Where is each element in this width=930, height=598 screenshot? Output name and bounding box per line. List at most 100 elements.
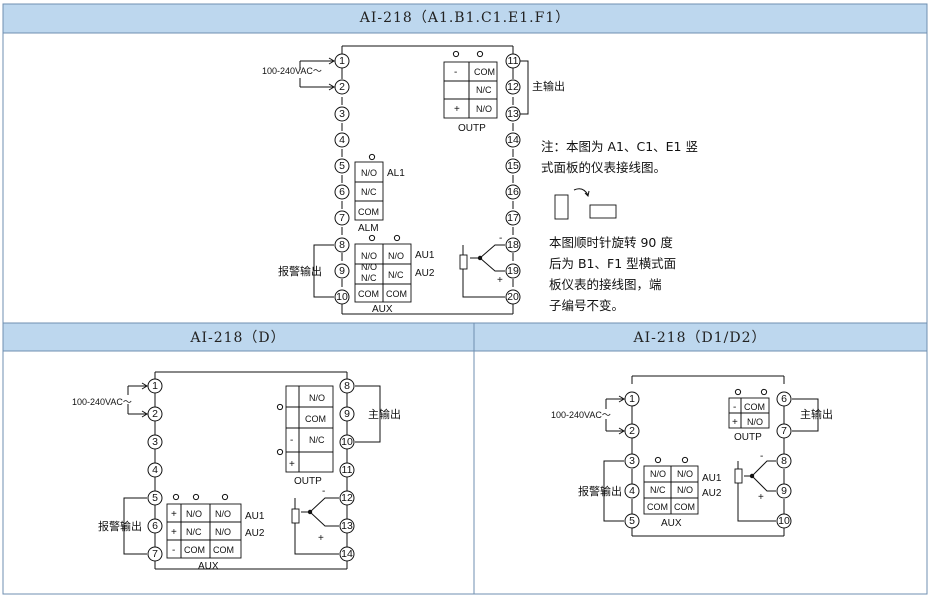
svg-text:8: 8 (344, 380, 350, 392)
sensor-top: - + (459, 233, 505, 298)
svg-text:AU2: AU2 (415, 268, 435, 279)
svg-text:4: 4 (339, 134, 345, 146)
svg-text:11: 11 (342, 464, 353, 476)
svg-text:COM: COM (358, 207, 379, 217)
svg-text:9: 9 (339, 265, 345, 277)
svg-text:12: 12 (507, 81, 519, 93)
outp-label-d1d2: OUTP (734, 432, 762, 443)
svg-text:2: 2 (339, 81, 345, 93)
outp-label-d: OUTP (294, 476, 322, 487)
svg-text:17: 17 (507, 212, 519, 224)
alm-box: N/O N/C COM AL1 ALM (354, 153, 405, 234)
svg-text:3: 3 (152, 436, 158, 448)
svg-text:13: 13 (507, 108, 519, 120)
svg-text:AU1: AU1 (415, 250, 435, 261)
svg-text:N/O: N/O (677, 485, 693, 495)
svg-text:N/O: N/O (747, 417, 763, 427)
sensor-d1d2: - + (734, 451, 776, 522)
terminals-left: 1 2 3 4 5 6 7 8 9 10 (334, 53, 350, 305)
svg-text:9: 9 (781, 485, 787, 497)
svg-text:2: 2 (629, 425, 635, 437)
svg-text:COM: COM (213, 545, 234, 555)
svg-text:8: 8 (339, 239, 345, 251)
svg-text:N/O: N/O (650, 469, 666, 479)
svg-text:13: 13 (341, 520, 353, 532)
svg-text:11: 11 (508, 55, 519, 67)
svg-text:COM: COM (386, 289, 407, 299)
svg-text:N/C: N/C (361, 187, 377, 197)
svg-text:9: 9 (344, 408, 350, 420)
svg-text:+: + (497, 275, 503, 286)
svg-text:7: 7 (339, 212, 345, 224)
svg-text:-: - (454, 67, 457, 78)
svg-text:16: 16 (507, 186, 519, 198)
svg-text:10: 10 (341, 436, 353, 448)
svg-text:+: + (171, 527, 177, 538)
svg-text:18: 18 (507, 239, 519, 251)
svg-text:N/C: N/C (476, 85, 492, 95)
svg-text:N/O: N/O (215, 527, 231, 537)
svg-text:8: 8 (781, 455, 787, 467)
frame (2, 3, 928, 595)
svg-text:COM: COM (647, 502, 668, 512)
svg-text:3: 3 (629, 455, 635, 467)
svg-text:15: 15 (507, 160, 519, 172)
sensor-d: - + (291, 486, 339, 555)
svg-text:5: 5 (629, 515, 635, 527)
note-line3: 本图顺时针旋转 90 度 (549, 235, 673, 250)
svg-text:COM: COM (744, 402, 765, 412)
svg-text:N/O: N/O (476, 104, 492, 114)
svg-text:N/C: N/C (186, 527, 202, 537)
svg-text:4: 4 (152, 464, 158, 476)
svg-text:+: + (289, 459, 295, 470)
svg-text:AU1: AU1 (702, 473, 722, 484)
svg-text:14: 14 (507, 134, 519, 146)
svg-text:20: 20 (507, 291, 519, 303)
svg-text:N/C: N/C (309, 435, 325, 445)
svg-text:+: + (171, 509, 177, 520)
svg-text:+: + (318, 533, 324, 544)
svg-text:AU2: AU2 (702, 488, 722, 499)
svg-text:7: 7 (781, 425, 787, 437)
svg-text:5: 5 (152, 492, 158, 504)
svg-text:-: - (760, 451, 763, 462)
svg-text:N/O: N/O (186, 509, 202, 519)
svg-text:6: 6 (339, 186, 345, 198)
svg-text:AU1: AU1 (245, 511, 265, 522)
alm-label: ALM (358, 223, 379, 234)
svg-text:N/O: N/O (309, 393, 325, 403)
diagram-d1d2: 1 2 3 4 5 6 7 8 9 10 100-240VAC～ - + COM… (551, 375, 833, 537)
svg-text:COM: COM (674, 502, 695, 512)
svg-text:4: 4 (629, 485, 635, 497)
terminals-d1d2-right: 6 7 8 9 10 (776, 391, 792, 529)
terminals-d-left: 1 2 3 4 5 6 7 (147, 378, 163, 562)
svg-text:N/O: N/O (215, 509, 231, 519)
terminals-d1d2-left: 1 2 3 4 5 (624, 391, 640, 529)
note-line2: 式面板的仪表接线图。 (541, 160, 666, 175)
title-bottom-right: AI-218（D1/D2） (632, 330, 766, 346)
svg-text:5: 5 (339, 160, 345, 172)
svg-text:N/O: N/O (361, 251, 377, 261)
main-output-label-d: 主输出 (368, 407, 401, 421)
aux-label-d1d2: AUX (661, 518, 682, 529)
svg-text:1: 1 (629, 393, 635, 405)
svg-text:6: 6 (152, 520, 158, 532)
svg-text:COM: COM (474, 67, 495, 77)
title-top: AI-218（A1.B1.C1.E1.F1） (359, 10, 570, 26)
svg-text:N/C: N/C (388, 270, 404, 280)
svg-text:-: - (733, 402, 736, 413)
svg-text:-: - (499, 233, 502, 244)
supply-label-d: 100-240VAC～ (72, 397, 132, 407)
svg-text:3: 3 (339, 108, 345, 120)
svg-text:N/C: N/C (650, 485, 666, 495)
note-line4: 后为 B1、F1 型横式面 (549, 256, 676, 271)
note-line6: 子编号不变。 (549, 298, 624, 313)
svg-text:COM: COM (358, 289, 379, 299)
svg-text:-: - (322, 486, 325, 497)
al1-label: AL1 (387, 168, 405, 179)
note-block: 注：本图为 A1、C1、E1 竖 式面板的仪表接线图。 本图顺时针旋转 90 度… (541, 139, 698, 313)
svg-text:12: 12 (341, 492, 353, 504)
svg-text:N/O: N/O (361, 168, 377, 178)
svg-text:-: - (290, 435, 293, 446)
svg-text:N/O: N/O (677, 469, 693, 479)
